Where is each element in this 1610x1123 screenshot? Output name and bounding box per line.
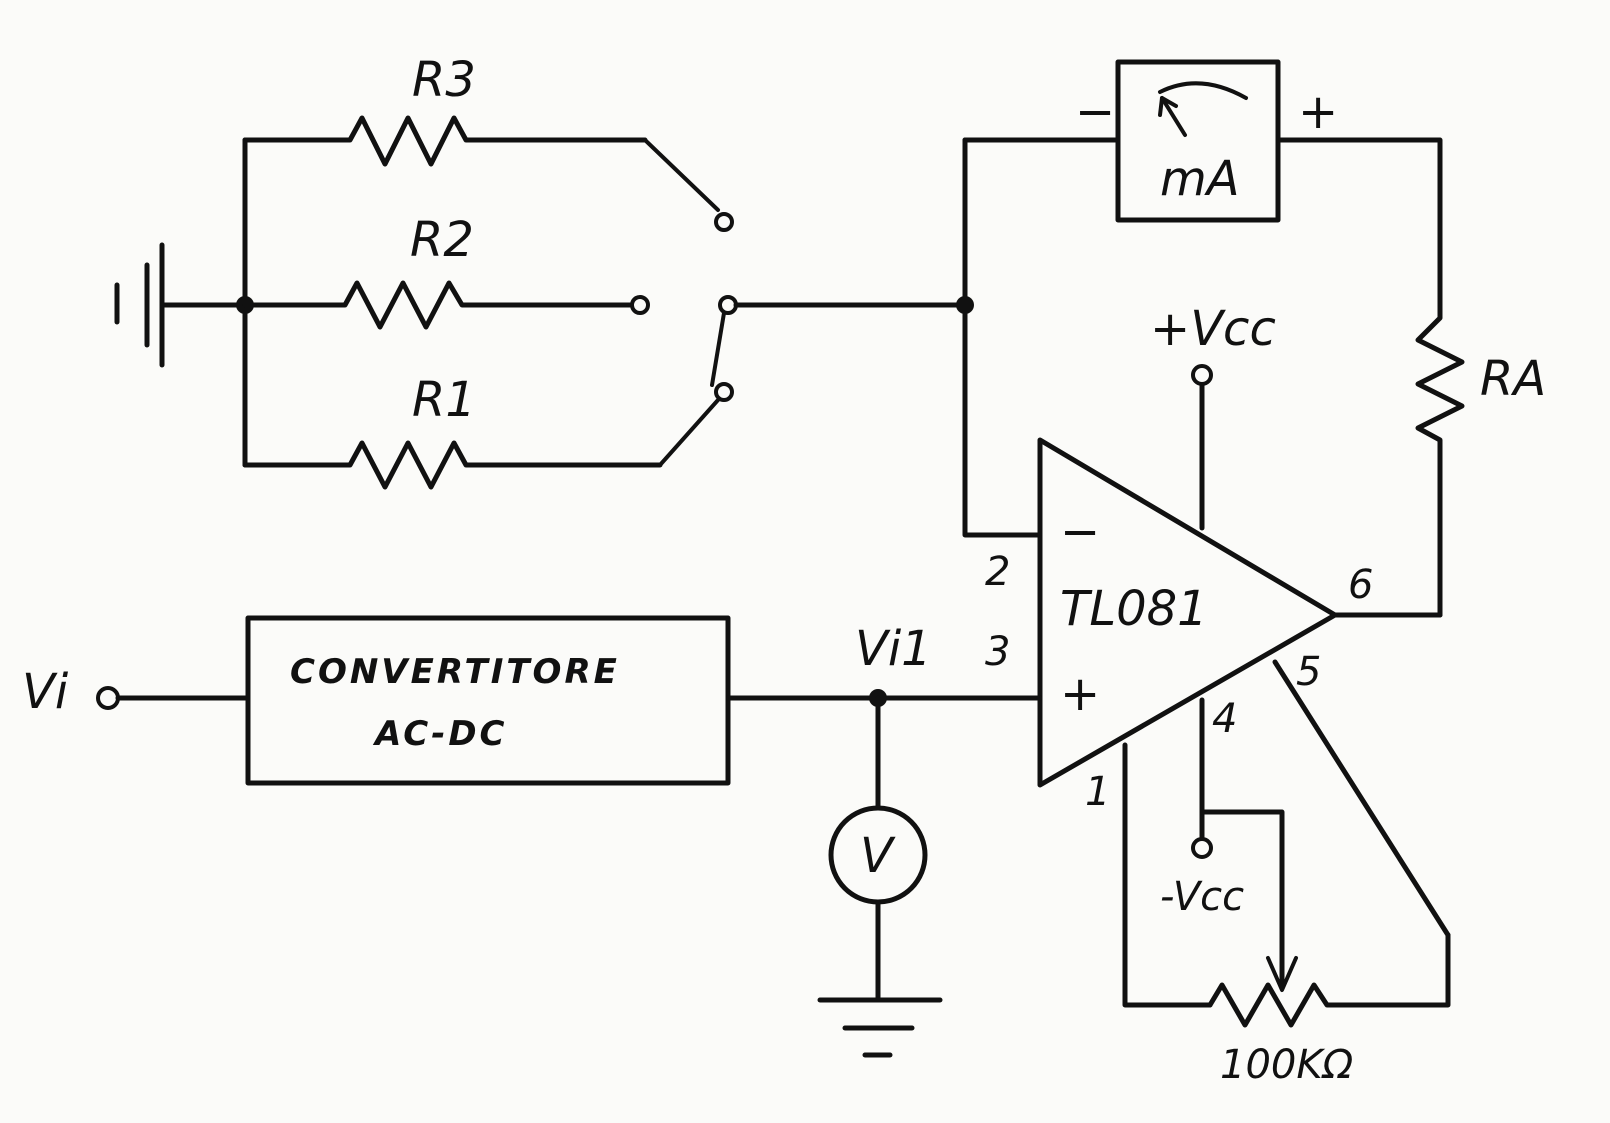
label-vcc-pos: +Vcc [1150,301,1276,357]
vcc-neg-terminal [1191,837,1213,859]
vcc-pos-terminal [1191,364,1213,386]
vi-input-terminal [96,686,120,710]
resistor-r3 [242,115,648,167]
label-pin3: 3 [985,629,1010,675]
label-vcc-neg: -Vcc [1160,874,1244,920]
label-opamp-plus: + [1060,666,1100,722]
wiper-arrow [1266,956,1298,992]
resistor-r2 [242,280,633,330]
label-opamp-minus: − [1060,504,1100,560]
pin1-wire [1122,742,1213,1008]
potentiometer-100k [1207,932,1451,1028]
wiper-wire [1199,809,1285,988]
label-pot: 100KΩ [1220,1042,1354,1088]
label-r1: R1 [412,372,476,428]
label-pin5: 5 [1296,649,1321,695]
ac-dc-converter-box [245,615,731,786]
meter-right-wire [1275,137,1443,308]
label-ra: RA [1480,351,1546,407]
label-vi: Vi [22,664,69,720]
label-pin2: 2 [985,549,1010,595]
label-pin4: 4 [1212,696,1237,742]
label-meter-plus: + [1298,84,1338,140]
converter-label-line1: CONVERTITORE [290,652,620,692]
label-pin1: 1 [1085,769,1110,815]
pin5-wire [1272,659,1451,938]
label-vi1: Vi1 [855,621,932,677]
label-meter-minus: − [1075,84,1115,140]
label-meter: mA [1160,151,1240,207]
label-pin6: 6 [1348,562,1373,608]
range-selector-switch [630,138,968,467]
label-r3: R3 [412,52,476,108]
label-r2: R2 [410,212,474,268]
label-voltmeter: V [860,828,896,884]
battery-symbol [114,242,248,368]
inverting-input-wire [962,137,1043,538]
opamp-triangle [1037,437,1338,788]
label-opamp: TL081 [1060,581,1208,637]
resistor-r1 [242,440,663,490]
ground-symbol [817,997,943,1058]
converter-label-line2: AC-DC [372,714,508,754]
resistor-ra [1415,302,1465,618]
